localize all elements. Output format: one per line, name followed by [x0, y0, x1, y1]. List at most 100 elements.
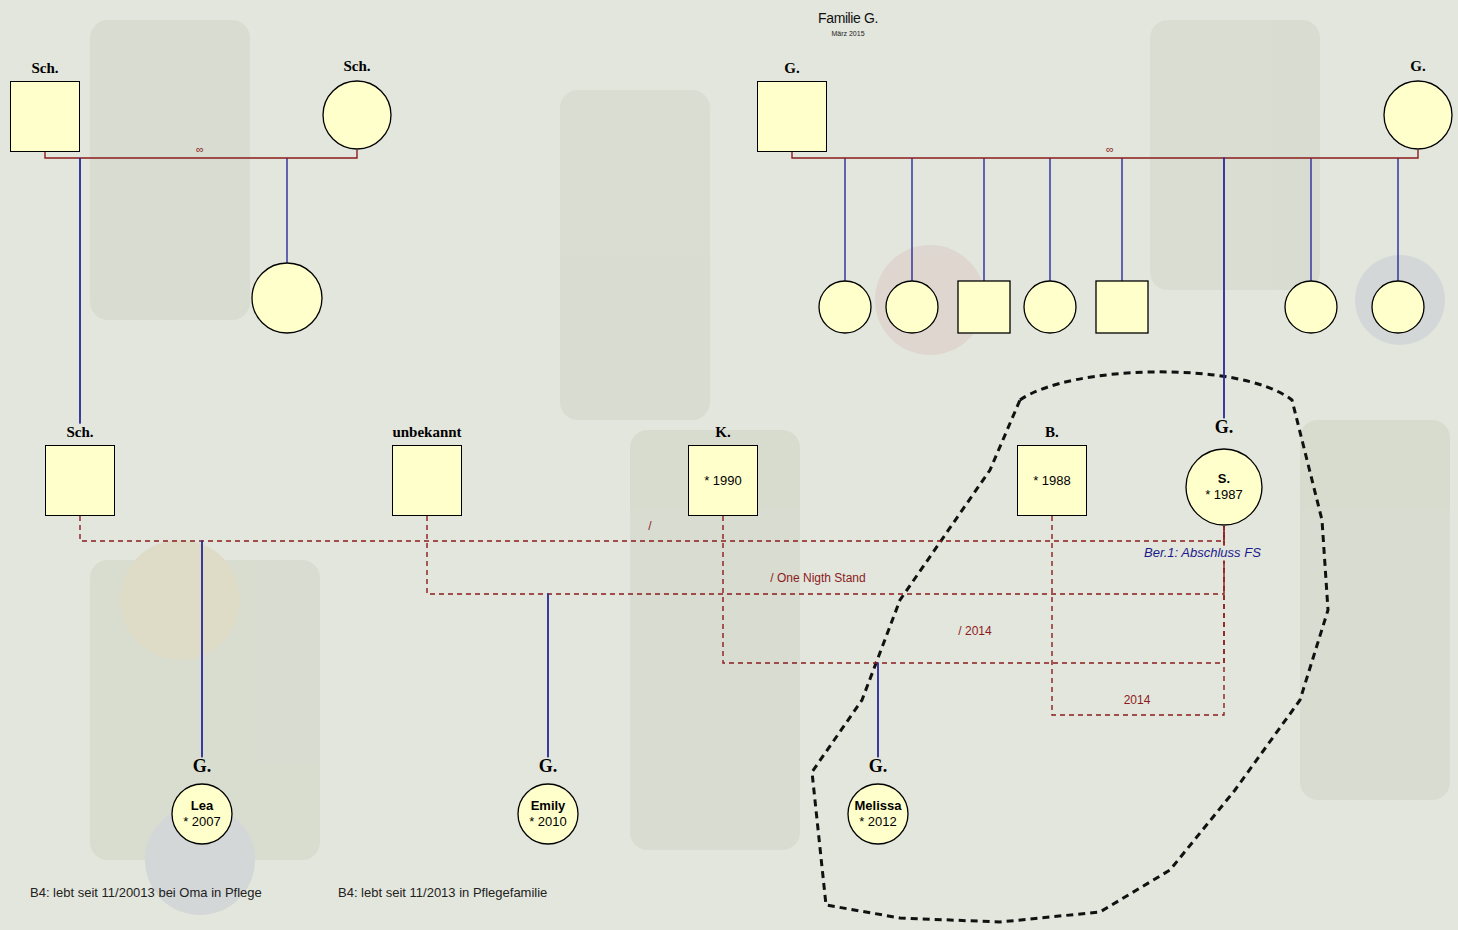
circle-outline — [518, 784, 578, 844]
person-name: Emily — [531, 798, 566, 814]
family-name: G. — [1410, 58, 1425, 75]
square-outline — [757, 81, 827, 152]
partnership-line — [792, 150, 1418, 158]
circle-outline: S.* 1987 — [1185, 448, 1263, 526]
family-name: Sch. — [31, 60, 58, 77]
circle-outline — [1384, 81, 1452, 149]
descent-line — [45, 152, 80, 424]
family-name: G. — [1215, 418, 1234, 438]
circle-outline — [848, 784, 908, 844]
square-outline — [392, 445, 462, 516]
family-name: G. — [784, 60, 799, 77]
birth-year: * 1988 — [1033, 473, 1071, 489]
relationship-note: / 2014 — [958, 625, 991, 639]
descent-line — [1224, 150, 1418, 418]
sibling-symbols — [252, 263, 1424, 333]
descent-line — [1121, 158, 1122, 281]
descent-line — [548, 526, 1224, 757]
female-symbol — [886, 281, 938, 333]
family-name: Sch. — [343, 58, 370, 75]
date-note: März 2015 — [831, 30, 864, 38]
descent-line — [286, 158, 287, 263]
traffic-light-shape — [560, 90, 710, 420]
circle-shape — [1383, 80, 1453, 150]
lamp-shape — [120, 540, 240, 660]
descent-line — [202, 526, 1224, 757]
person-name: Lea — [191, 798, 213, 814]
household-boundary — [812, 372, 1328, 922]
circle-outline — [1186, 449, 1262, 525]
family-name: G. — [539, 757, 558, 777]
partnership-line — [80, 516, 1224, 541]
descent-line — [1049, 158, 1050, 281]
descent-lines — [287, 158, 1398, 281]
person-name: S. — [1218, 471, 1230, 487]
relationship-note: / One Nigth Stand — [770, 572, 865, 586]
male-symbol — [1096, 281, 1148, 333]
family-name: K. — [715, 424, 730, 441]
descent-line — [792, 152, 1224, 418]
descent-line — [1397, 158, 1398, 281]
birth-year: * 2012 — [859, 814, 897, 830]
relationship-note: 2014 — [1124, 694, 1151, 708]
circle-outline — [1383, 80, 1453, 150]
square-outline: * 1990 — [688, 445, 758, 516]
partnership-line — [427, 516, 1224, 594]
birth-year: * 2007 — [183, 814, 221, 830]
descent-line — [427, 516, 548, 757]
female-symbol: G. Lea* 2007 — [171, 757, 233, 845]
marriage-symbol: ∞ — [196, 143, 204, 156]
annotation: Ber.1: Abschluss FS — [1142, 546, 1263, 561]
family-name: unbekannt — [392, 424, 461, 441]
female-symbol: G. S.* 1987 — [1185, 418, 1263, 526]
traffic-light-shape — [1150, 20, 1320, 290]
birth-year: * 2010 — [529, 814, 567, 830]
birth-year: * 1990 — [704, 473, 742, 489]
traffic-light-shape — [90, 20, 250, 320]
male-symbol: unbekannt — [390, 424, 464, 517]
female-symbol — [252, 263, 322, 333]
descent-line — [723, 516, 878, 757]
square-outline — [45, 445, 115, 516]
circle-outline — [322, 80, 392, 150]
female-symbol: G. Emily* 2010 — [517, 757, 579, 845]
female-symbol — [819, 281, 871, 333]
descent-line — [844, 158, 845, 281]
birth-year: * 1987 — [1205, 487, 1243, 503]
descent-line — [983, 158, 984, 281]
male-symbol: G. — [757, 60, 827, 153]
placement-note: B4: lebt seit 11/20013 bei Oma in Pflege — [30, 886, 262, 901]
family-name: G. — [869, 757, 888, 777]
descent-line — [80, 516, 202, 757]
circle-outline — [172, 784, 232, 844]
male-symbol: Sch. — [10, 60, 80, 153]
traffic-light-shape — [90, 560, 320, 860]
family-name: G. — [193, 757, 212, 777]
circle-outline: Lea* 2007 — [171, 783, 233, 845]
male-symbol: B. * 1988 — [1017, 424, 1087, 517]
family-name: B. — [1045, 424, 1059, 441]
circle-outline: Melissa* 2012 — [847, 783, 909, 845]
female-symbol: Sch. — [322, 58, 392, 151]
circle-shape — [322, 80, 392, 150]
background-photo — [90, 20, 1450, 915]
relationship-note: / — [648, 520, 651, 534]
marriage-symbol: ∞ — [1106, 143, 1114, 156]
circle-outline: Emily* 2010 — [517, 783, 579, 845]
descent-line — [80, 150, 357, 424]
female-symbol: G. Melissa* 2012 — [847, 757, 909, 845]
descent-line — [1310, 158, 1311, 281]
female-symbol: G. — [1383, 58, 1453, 151]
circle-outline — [323, 81, 391, 149]
partnership-line — [723, 516, 1224, 663]
male-symbol — [958, 281, 1010, 333]
square-outline: * 1988 — [1017, 445, 1087, 516]
diagram-title: Familie G. — [818, 10, 878, 26]
female-symbol — [1372, 281, 1424, 333]
traffic-light-shape — [630, 430, 800, 850]
descent-line — [911, 158, 912, 281]
lamp-shape — [1355, 255, 1445, 345]
female-symbol — [1024, 281, 1076, 333]
male-symbol: K. * 1990 — [688, 424, 758, 517]
male-symbol: Sch. — [45, 424, 115, 517]
